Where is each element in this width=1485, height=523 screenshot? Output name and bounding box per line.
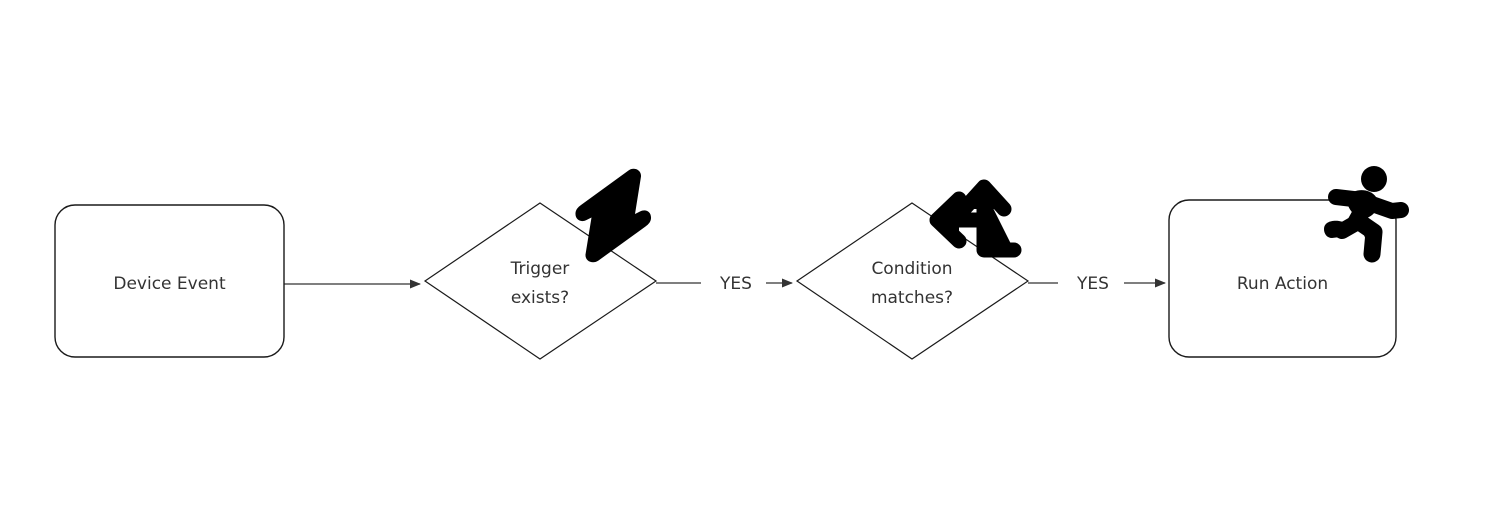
condition-matches-label-line1: Condition xyxy=(871,259,952,279)
trigger-exists-shape[interactable] xyxy=(423,202,658,360)
run-action-label: Run Action xyxy=(1237,274,1328,294)
edge-trigger-to-condition: YES xyxy=(656,274,793,294)
device-event-label: Device Event xyxy=(113,274,226,294)
run-action-shape[interactable] xyxy=(1168,199,1397,358)
trigger-exists-label-line2: exists? xyxy=(511,288,569,308)
node-run-action[interactable]: Run Action xyxy=(1168,199,1397,358)
running-person-icon xyxy=(1324,166,1409,263)
lightning-bolt-icon xyxy=(575,168,652,263)
device-event-shape[interactable] xyxy=(54,204,285,358)
edge-condition-to-run-action: YES xyxy=(1028,274,1166,294)
condition-matches-label-line2: matches? xyxy=(871,288,953,308)
trigger-exists-label-line1: Trigger xyxy=(510,259,570,279)
node-trigger-exists[interactable]: Trigger exists? xyxy=(423,202,658,360)
fork-branch-arrow-icon xyxy=(929,179,1022,258)
edge-2-label-yes: YES xyxy=(719,274,752,294)
node-device-event[interactable]: Device Event xyxy=(54,204,285,358)
edge-3-label-yes: YES xyxy=(1076,274,1109,294)
